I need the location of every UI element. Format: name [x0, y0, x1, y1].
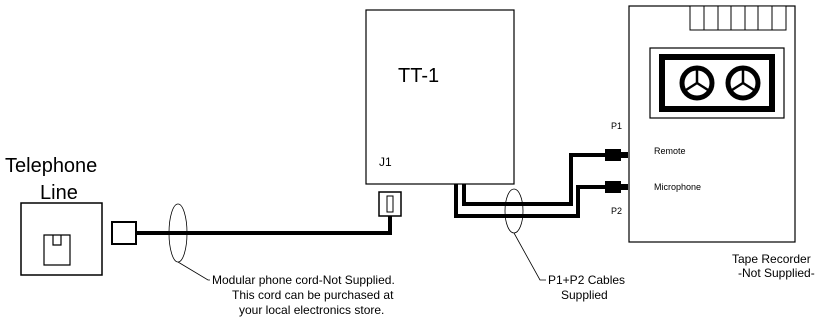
telephone-label-line2: Line — [40, 182, 78, 204]
tape-recorder — [628, 5, 796, 243]
cables-callout-line1: P1+P2 Cables — [548, 273, 625, 287]
jack-j1-label: J1 — [379, 155, 392, 169]
remote-jack-label: Remote — [654, 146, 686, 156]
tt1-device-box — [365, 9, 515, 185]
cord-callout-line1: Modular phone cord-Not Supplied. — [212, 273, 395, 287]
cables-callout-line2: Supplied — [561, 288, 608, 302]
tt1-title: TT-1 — [398, 65, 439, 87]
telephone-wall-jack — [20, 202, 103, 276]
tape-recorder-caption-line2: -Not Supplied- — [738, 266, 815, 280]
tape-reel-left — [679, 65, 715, 101]
cord-callout-line2: This cord can be purchased at — [232, 288, 394, 302]
tape-recorder-caption-line1: Tape Recorder — [732, 252, 811, 266]
plug-p2 — [605, 181, 628, 193]
plug-p1 — [605, 149, 628, 161]
plug-p1-label: P1 — [611, 121, 622, 131]
telephone-label-line1: Telephone — [5, 155, 97, 177]
recorder-button-row — [689, 5, 787, 31]
cassette-window — [649, 47, 785, 119]
microphone-jack-label: Microphone — [654, 182, 701, 192]
p1-p2-cables — [454, 153, 607, 281]
plug-p2-label: P2 — [611, 206, 622, 216]
cord-callout-line3: your local electronics store. — [239, 303, 384, 317]
modular-phone-cord — [111, 191, 402, 281]
tape-reel-right — [725, 65, 761, 101]
